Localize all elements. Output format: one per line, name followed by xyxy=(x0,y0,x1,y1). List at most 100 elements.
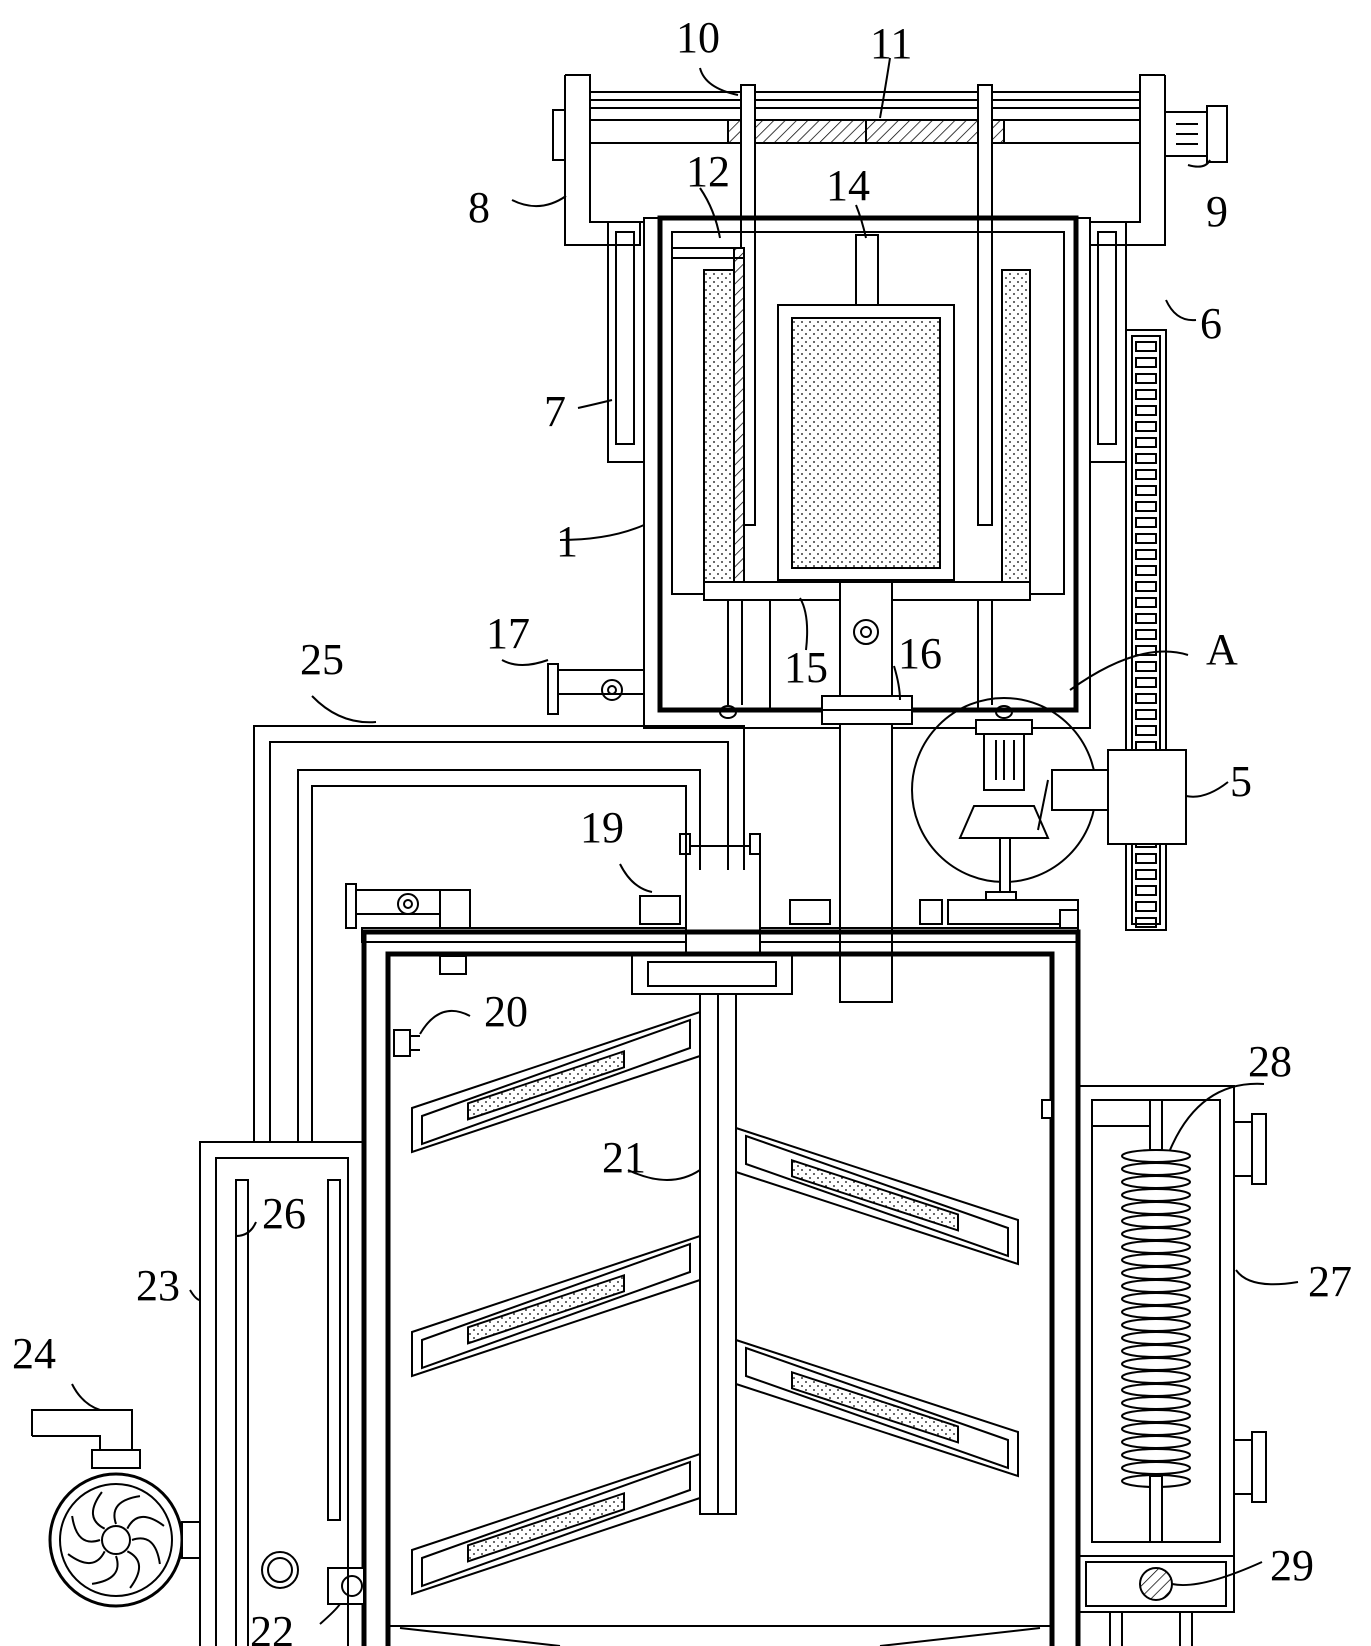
fan-blade xyxy=(91,1555,119,1585)
coil-turn xyxy=(1121,1253,1191,1267)
rack-tooth xyxy=(1135,885,1157,896)
fan-blade xyxy=(126,1515,165,1530)
fan-blade xyxy=(71,1515,101,1543)
coil-turn xyxy=(1121,1331,1191,1345)
coil-turn xyxy=(1121,1344,1191,1358)
coil-turn xyxy=(1121,1448,1191,1462)
coil-turn xyxy=(1121,1370,1191,1384)
label-21: 21 xyxy=(602,1133,646,1182)
rack-tooth xyxy=(1135,693,1157,704)
rack-tooth xyxy=(1135,853,1157,864)
rack-tooth xyxy=(1135,517,1157,528)
label-15: 15 xyxy=(784,643,828,692)
coil-turn xyxy=(1121,1214,1191,1228)
label-20: 20 xyxy=(484,987,528,1036)
fan-blade xyxy=(126,1550,141,1589)
label-6: 6 xyxy=(1200,299,1222,348)
rack-tooth xyxy=(1135,597,1157,608)
label-17: 17 xyxy=(486,609,530,658)
agitator-blade xyxy=(735,1126,1019,1266)
lower-tank xyxy=(327,929,1081,1646)
coil-turn xyxy=(1121,1357,1191,1371)
rack-tooth xyxy=(1135,677,1157,688)
label-8: 8 xyxy=(468,183,490,232)
rack-tooth xyxy=(1135,645,1157,656)
coil-turn xyxy=(1121,1266,1191,1280)
upper-box xyxy=(547,215,1127,729)
rack-tooth xyxy=(1135,501,1157,512)
fan-blade xyxy=(113,1495,141,1525)
rack-tooth xyxy=(1135,725,1157,736)
fan-blade xyxy=(91,1491,106,1530)
label-A: A xyxy=(1206,625,1238,674)
rack-tooth xyxy=(1135,661,1157,672)
label-7: 7 xyxy=(544,387,566,436)
label-25: 25 xyxy=(300,635,344,684)
coil-turn xyxy=(1121,1175,1191,1189)
rack-tooth xyxy=(1135,613,1157,624)
coil-turn xyxy=(1121,1422,1191,1436)
coil-turn xyxy=(1121,1383,1191,1397)
fan-blade xyxy=(67,1550,106,1565)
coil-turn xyxy=(1121,1227,1191,1241)
rack-tooth xyxy=(1135,469,1157,480)
right-unit xyxy=(1077,1085,1267,1646)
rack-tooth xyxy=(1135,565,1157,576)
rack-tooth xyxy=(1135,901,1157,912)
label-26: 26 xyxy=(262,1189,306,1238)
label-10: 10 xyxy=(676,13,720,62)
coil-turn xyxy=(1121,1409,1191,1423)
rack-tooth xyxy=(1135,453,1157,464)
rack-tooth xyxy=(1135,341,1157,352)
rack-tooth xyxy=(1135,869,1157,880)
label-24: 24 xyxy=(12,1329,56,1378)
rack-tooth xyxy=(1135,549,1157,560)
label-29: 29 xyxy=(1270,1541,1314,1590)
coil-turn xyxy=(1121,1149,1191,1163)
rack-tooth xyxy=(1135,709,1157,720)
agitator-blade xyxy=(411,1452,701,1596)
coil-turn xyxy=(1121,1188,1191,1202)
fan-blade xyxy=(131,1537,161,1565)
left-tower xyxy=(31,1141,365,1646)
agitator-blade xyxy=(411,1234,701,1378)
label-12: 12 xyxy=(686,147,730,196)
label-11: 11 xyxy=(870,19,912,68)
leader-lines xyxy=(71,57,1299,1625)
label-5: 5 xyxy=(1230,757,1252,806)
rack-tooth xyxy=(1135,533,1157,544)
labels: 10 11 12 14 9 8 6 7 1 15 16 17 25 A 5 19… xyxy=(12,13,1352,1646)
rack-tooth xyxy=(1135,437,1157,448)
label-22: 22 xyxy=(250,1607,294,1646)
coil-turn xyxy=(1121,1292,1191,1306)
coil-turn xyxy=(1121,1435,1191,1449)
rack-tooth xyxy=(1135,421,1157,432)
rack-tooth xyxy=(1135,405,1157,416)
coil-turn xyxy=(1121,1318,1191,1332)
rack-tooth xyxy=(1135,389,1157,400)
detail-a xyxy=(911,697,1109,909)
coil-turn xyxy=(1121,1201,1191,1215)
coil-turn xyxy=(1121,1240,1191,1254)
coil-turn xyxy=(1121,1279,1191,1293)
rack-tooth xyxy=(1135,917,1157,928)
label-27: 27 xyxy=(1308,1257,1352,1306)
label-14: 14 xyxy=(826,161,870,210)
label-16: 16 xyxy=(898,629,942,678)
agitator-blade xyxy=(735,1338,1019,1478)
coil-turn xyxy=(1121,1461,1191,1475)
rack-tooth xyxy=(1135,357,1157,368)
rack-tooth xyxy=(1135,485,1157,496)
label-23: 23 xyxy=(136,1261,180,1310)
label-19: 19 xyxy=(580,803,624,852)
tank-top xyxy=(345,833,1079,995)
label-9: 9 xyxy=(1206,187,1228,236)
coil-turn xyxy=(1121,1305,1191,1319)
label-1: 1 xyxy=(556,517,578,566)
coil-turn xyxy=(1121,1162,1191,1176)
label-28: 28 xyxy=(1248,1037,1292,1086)
agitator-blade xyxy=(411,1010,701,1154)
rack-tooth xyxy=(1135,629,1157,640)
